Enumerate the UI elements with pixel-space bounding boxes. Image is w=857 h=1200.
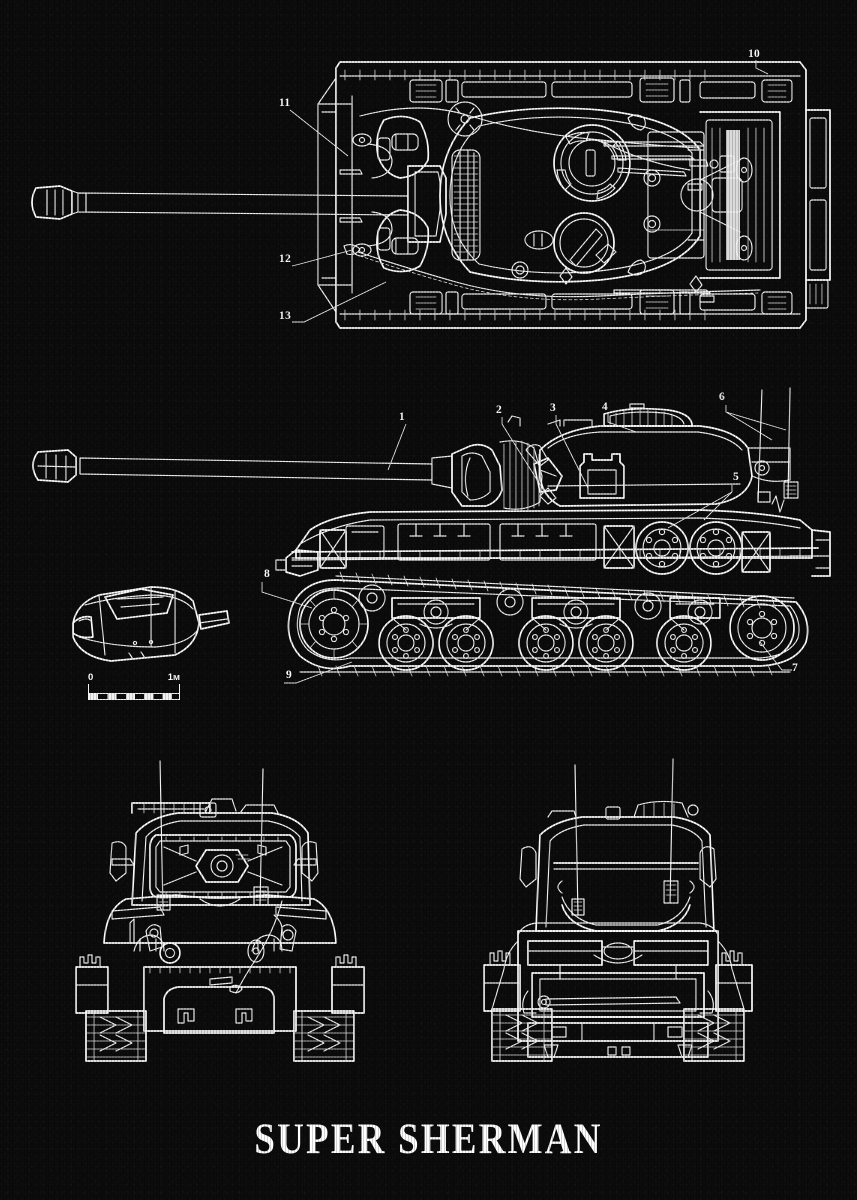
co-driver-hatch-plan	[376, 209, 430, 273]
tow-cable-plan	[343, 243, 761, 301]
callout-9: 9	[286, 669, 292, 681]
driver-hatch-plan	[376, 115, 430, 179]
loader-periscope-plan	[524, 230, 554, 250]
engine-deck-plan	[680, 111, 781, 279]
scale-bar-start-label: 0	[88, 672, 94, 683]
commander-cupola-side	[603, 403, 693, 427]
commander-cupola-plan	[553, 124, 631, 202]
hull-bottom-edge-front	[145, 1030, 295, 1062]
rear-plate-plan	[805, 109, 831, 309]
callout-6: 6	[719, 391, 725, 403]
turret-detail-sketch	[72, 586, 230, 662]
callout-2: 2	[496, 404, 502, 416]
main-gun-barrel-side	[32, 449, 453, 489]
callout-11: 11	[279, 97, 291, 109]
callout-3: 3	[550, 402, 556, 414]
hull-cable-front-plan	[359, 107, 701, 171]
callout-1: 1	[399, 411, 405, 423]
hvss-bogie-3	[656, 597, 721, 671]
hull-bottom-edge-rear	[551, 1040, 685, 1062]
fender-boxes-rear	[483, 950, 753, 1012]
scale-bar-track	[88, 693, 180, 700]
fender-boxes-front	[75, 954, 365, 1014]
loader-hatch-plan	[553, 212, 617, 274]
callout-4: 4	[602, 401, 608, 413]
turret-front	[131, 798, 311, 906]
rear-antennas	[571, 758, 679, 916]
hvss-bogie-2	[518, 597, 634, 671]
turret-plan	[407, 107, 701, 283]
left-shoulder-rear	[491, 940, 519, 1010]
callout-10: 10	[748, 48, 760, 60]
track-front-left	[85, 1010, 147, 1062]
deck-fittings-plan	[511, 114, 661, 279]
callout-8: 8	[264, 568, 270, 580]
antennas-side	[757, 387, 799, 513]
sight-box-side	[579, 453, 625, 499]
mid-deck-panel-plan	[647, 131, 705, 259]
drive-sprocket-side	[299, 589, 369, 659]
poster-title: SUPER SHERMAN	[254, 1115, 603, 1164]
front-elevation-view	[60, 755, 380, 1065]
scale-bar-end-label: 1м	[167, 672, 180, 683]
hull-front	[103, 894, 337, 1034]
stowage-boxes-bottom-edge	[409, 289, 793, 315]
scale-bar: 0 1м	[88, 672, 180, 700]
idler-wheel-side	[729, 595, 795, 661]
callout-13: 13	[279, 310, 291, 322]
scale-bar-end-ticks	[88, 684, 180, 693]
hvss-bogie-1	[378, 597, 494, 671]
turret-rear	[535, 800, 715, 932]
rear-elevation-view	[462, 755, 782, 1065]
lifting-eyes-plan	[339, 133, 372, 257]
callout-12: 12	[279, 253, 291, 265]
top-plan-view	[0, 0, 857, 370]
scale-bar-labels: 0 1м	[88, 672, 180, 684]
hull-rear	[517, 922, 719, 1058]
turret-vision-port-plan	[447, 101, 483, 137]
turret-lift-hooks-rear	[519, 846, 717, 888]
stowage-boxes-top-edge	[409, 77, 793, 103]
hull-side	[275, 509, 831, 577]
turret-lift-hooks-front	[109, 841, 319, 882]
loader-hatch-side	[547, 419, 593, 427]
return-rollers-side	[358, 584, 662, 620]
turret-perspective-detail	[55, 575, 230, 675]
headlight-guards-plan	[367, 143, 393, 247]
callout-7: 7	[792, 662, 798, 674]
right-shoulder-rear	[717, 940, 745, 1010]
callout-5: 5	[733, 471, 739, 483]
track-front-right	[293, 1010, 355, 1062]
